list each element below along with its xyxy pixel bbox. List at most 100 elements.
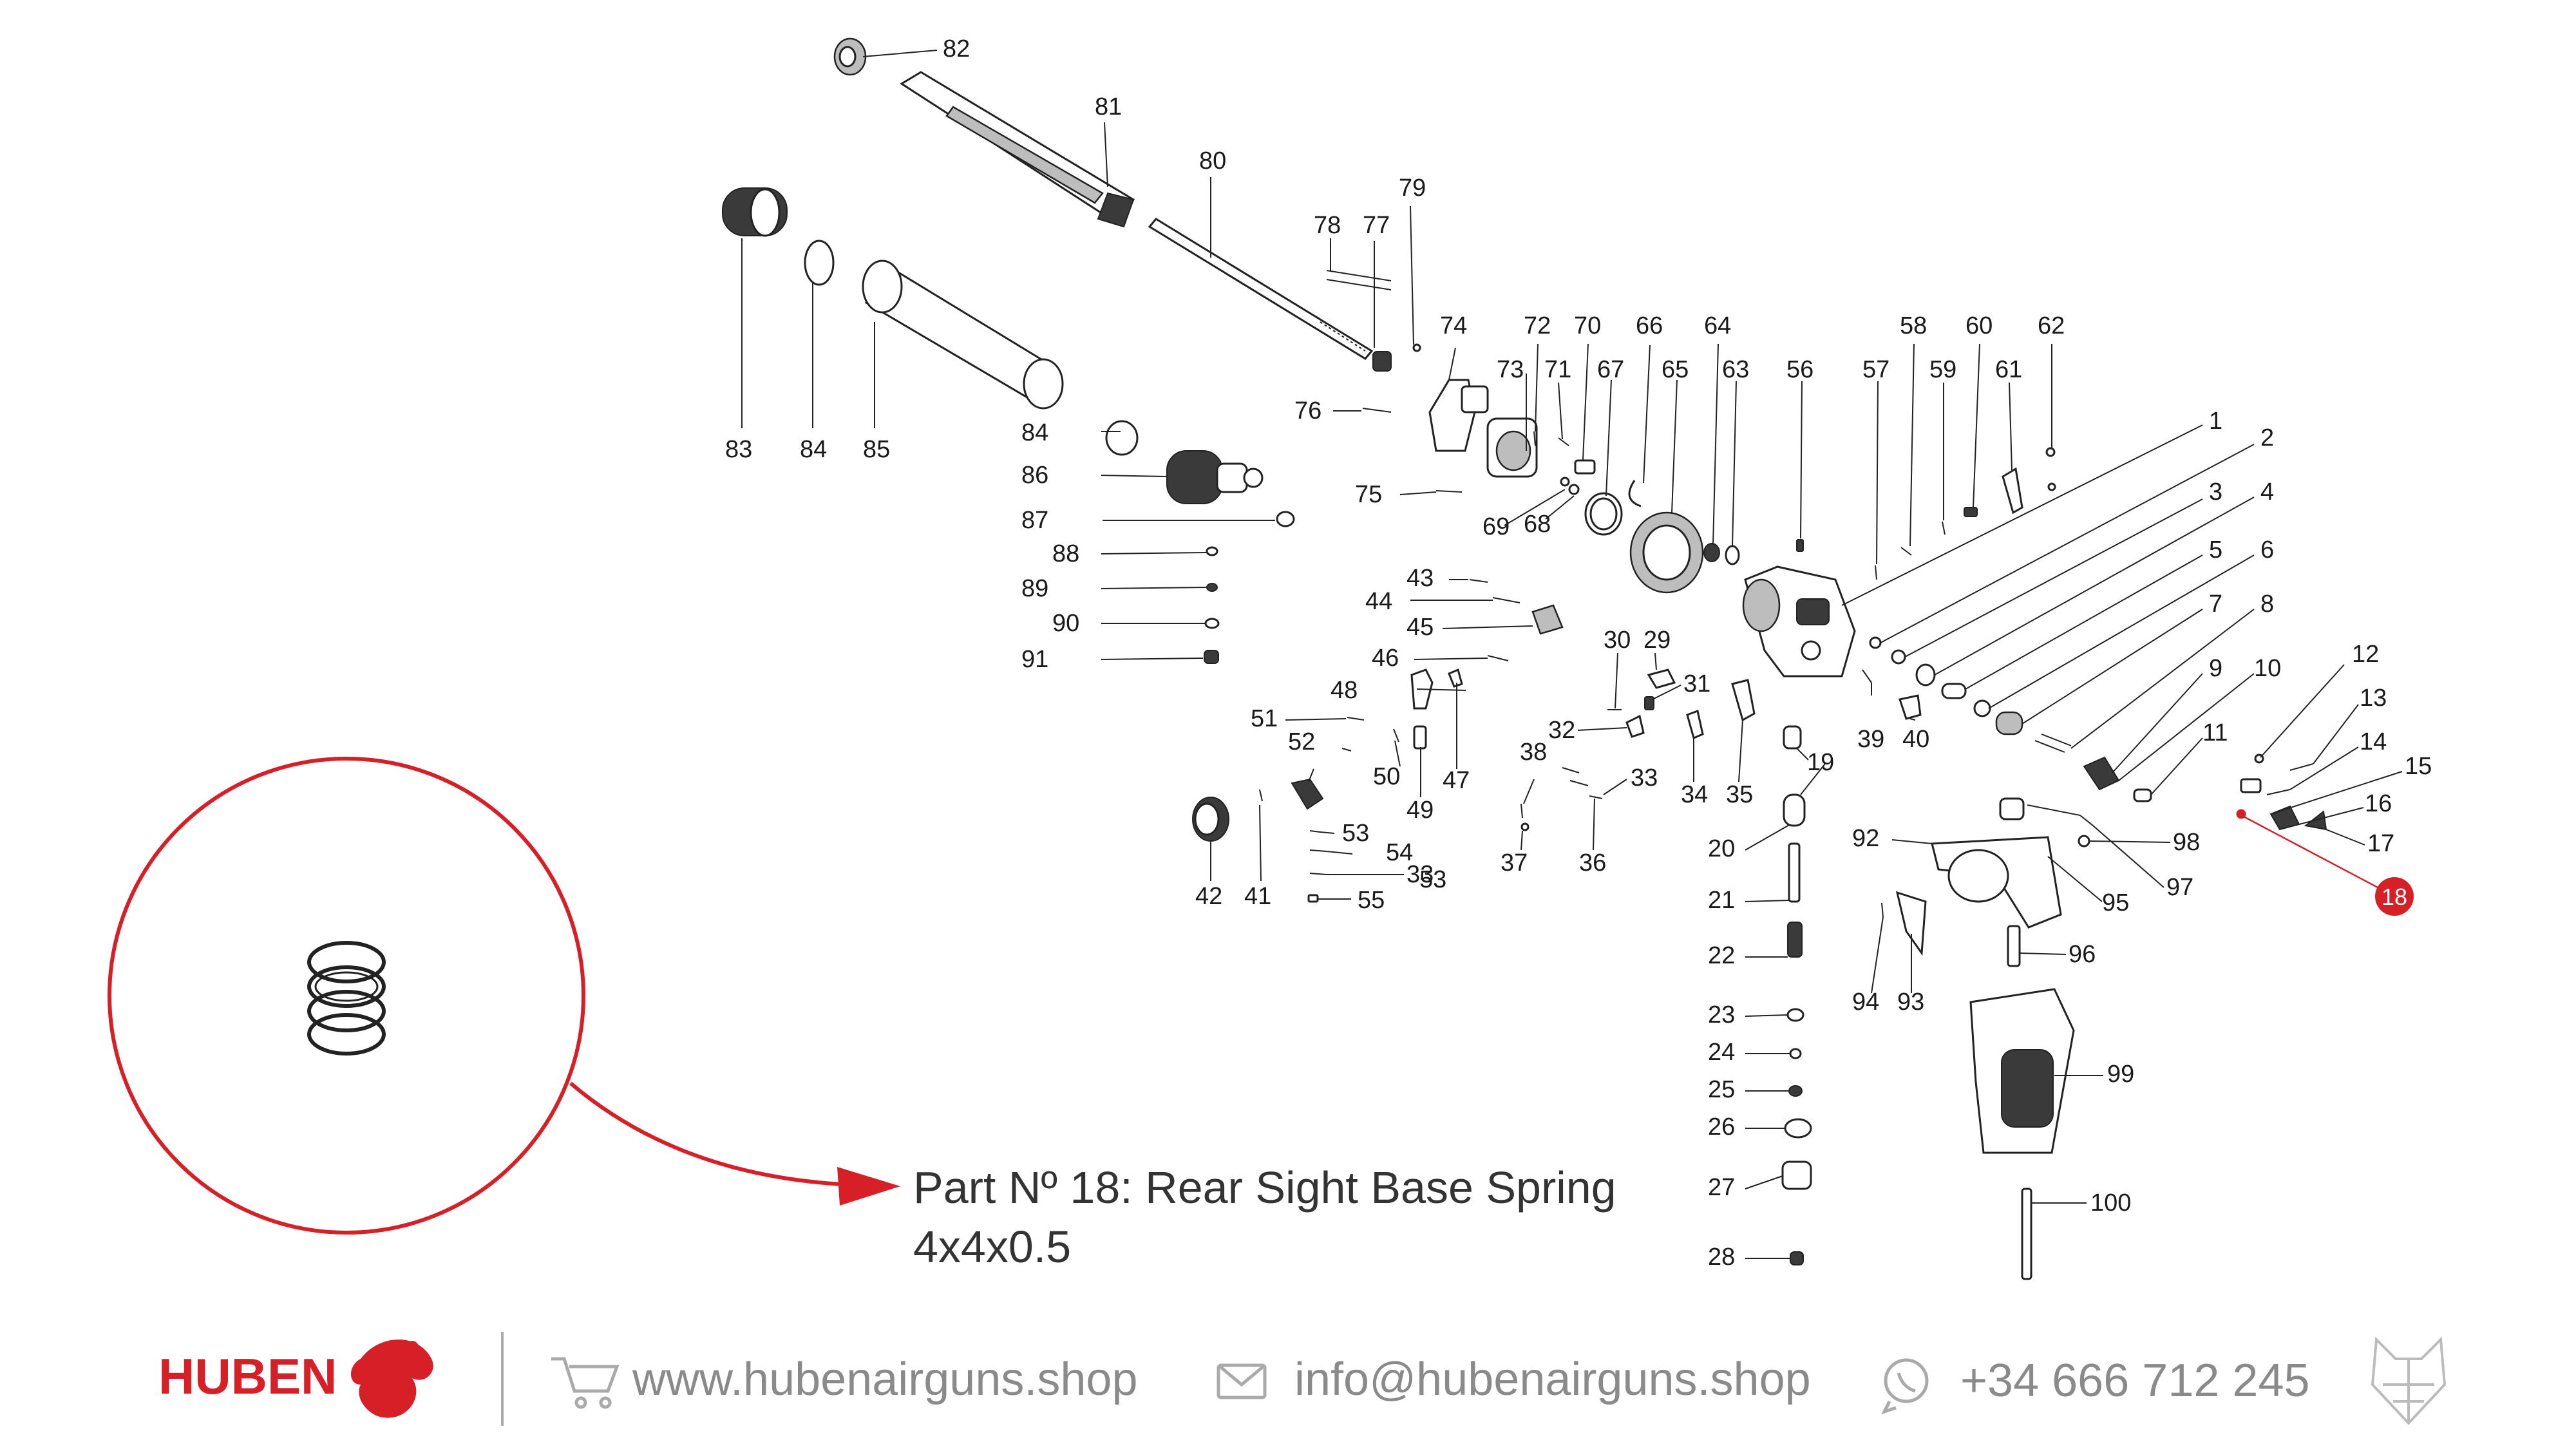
part-label-81: 81 — [1095, 93, 1122, 120]
part-label-39: 39 — [1857, 726, 1884, 753]
part-label-26: 26 — [1708, 1113, 1735, 1141]
footer: HUBEN www.hubenairguns.shop info@hubenai… — [158, 1332, 2447, 1426]
part-label-7: 7 — [2209, 591, 2222, 618]
part-label-55: 55 — [1358, 887, 1385, 914]
part-label-76: 76 — [1294, 397, 1321, 424]
zoom-circle — [108, 757, 585, 1235]
part-81-drawing — [900, 71, 1135, 228]
part-label-1: 1 — [2209, 408, 2222, 435]
callout-arrowhead — [837, 1167, 900, 1206]
part-label-69: 69 — [1482, 513, 1510, 540]
part-label-90: 90 — [1052, 610, 1079, 637]
part-label-2: 2 — [2260, 424, 2274, 451]
part-label-24: 24 — [1708, 1039, 1735, 1066]
leader-lines — [741, 50, 2403, 1259]
part-label-20: 20 — [1708, 835, 1735, 862]
part-label-21: 21 — [1708, 887, 1735, 914]
part-1-receiver-drawing — [1742, 565, 1856, 677]
part-80-drawing — [1148, 218, 1374, 360]
part-label-60: 60 — [1965, 312, 1993, 339]
part-label-43: 43 — [1406, 565, 1434, 592]
part-84b-drawing — [1105, 420, 1139, 456]
part-label-94: 94 — [1852, 989, 1879, 1016]
callout-title: Part Nº 18: Rear Sight Base Spring — [913, 1162, 1616, 1213]
part-82-drawing — [833, 37, 867, 76]
part-label-44: 44 — [1365, 588, 1392, 615]
part-label-4: 4 — [2260, 478, 2274, 506]
part-label-85: 85 — [863, 436, 890, 463]
part-label-48: 48 — [1331, 677, 1358, 704]
part-18-highlight-dot — [2236, 809, 2246, 819]
part-number-labels: 1 2 3 4 5 6 7 8 9 10 11 12 13 14 15 16 1… — [725, 35, 2432, 1271]
parts-92-100-drawing — [1881, 797, 2094, 1280]
footer-website[interactable]: www.hubenairguns.shop — [632, 1354, 1138, 1405]
coil-spring-icon — [307, 941, 386, 1056]
footer-email[interactable]: info@hubenairguns.shop — [1294, 1354, 1811, 1405]
part-label-73: 73 — [1497, 356, 1524, 383]
part-label-71: 71 — [1544, 356, 1571, 383]
part-18-highlight-badge: 18 — [2375, 877, 2414, 916]
part-label-54: 54 — [1386, 839, 1413, 866]
part-label-23: 23 — [1708, 1001, 1735, 1028]
parts-2-11-drawing — [1869, 636, 2152, 802]
part-label-17: 17 — [2367, 830, 2394, 857]
part-label-93: 93 — [1897, 989, 1924, 1016]
part-label-42: 42 — [1195, 883, 1222, 910]
part-label-40: 40 — [1902, 726, 1929, 753]
part-label-11: 11 — [2202, 719, 2228, 746]
part-label-32: 32 — [1548, 717, 1575, 744]
part-label-59: 59 — [1929, 356, 1956, 383]
part-label-18: 18 — [2382, 884, 2407, 910]
part-label-74: 74 — [1440, 312, 1467, 339]
part-label-86: 86 — [1021, 462, 1048, 489]
part-label-56: 56 — [1786, 356, 1814, 383]
part-label-15: 15 — [2405, 753, 2432, 780]
part-label-97: 97 — [2166, 874, 2193, 901]
part-label-35: 35 — [1726, 781, 1753, 808]
part-label-82: 82 — [943, 35, 970, 62]
small-parts-88-91 — [1204, 546, 1220, 664]
part-label-13: 13 — [2360, 685, 2387, 712]
part-label-72: 72 — [1524, 312, 1551, 339]
part-label-47: 47 — [1443, 767, 1470, 794]
part-label-29: 29 — [1643, 627, 1671, 654]
part-label-67: 67 — [1597, 356, 1624, 383]
part-label-98: 98 — [2173, 829, 2200, 856]
callout-size: 4x4x0.5 — [913, 1222, 1071, 1272]
part-label-28: 28 — [1708, 1244, 1735, 1271]
part-label-6: 6 — [2260, 536, 2274, 564]
part-label-70: 70 — [1574, 312, 1601, 339]
parts-12-18-drawing — [2236, 753, 2327, 831]
part-label-51: 51 — [1251, 705, 1278, 732]
part-label-84b: 84 — [1021, 419, 1048, 446]
part-label-65: 65 — [1662, 356, 1689, 383]
part-label-46: 46 — [1372, 645, 1399, 672]
whatsapp-icon — [1881, 1358, 1929, 1415]
part-label-57: 57 — [1862, 356, 1889, 383]
part-label-38: 38 — [1520, 739, 1547, 766]
part-label-92: 92 — [1852, 825, 1879, 852]
part-label-33: 33 — [1631, 764, 1658, 791]
parts-56-62-drawing — [1796, 447, 2056, 580]
part-label-53: 53 — [1342, 820, 1369, 847]
part-label-58: 58 — [1900, 312, 1927, 339]
part-label-95: 95 — [2102, 889, 2129, 916]
part-label-34: 34 — [1681, 781, 1708, 808]
part-label-63: 63 — [1722, 356, 1749, 383]
part-label-25: 25 — [1708, 1076, 1735, 1103]
part-label-79: 79 — [1399, 175, 1426, 202]
part-label-50: 50 — [1373, 763, 1400, 790]
part-label-66: 66 — [1636, 312, 1663, 339]
part-label-41: 41 — [1244, 883, 1271, 910]
part-label-12: 12 — [2352, 641, 2379, 668]
brand-wordmark: HUBEN — [158, 1348, 337, 1405]
part-label-80: 80 — [1199, 147, 1226, 175]
part-label-61: 61 — [1995, 356, 2022, 383]
part-label-64: 64 — [1704, 312, 1731, 339]
part-label-78: 78 — [1314, 212, 1341, 239]
part-label-27: 27 — [1708, 1174, 1735, 1201]
footer-phone[interactable]: +34 666 712 245 — [1960, 1355, 2310, 1406]
part-label-14: 14 — [2360, 728, 2387, 755]
wolf-logo-icon — [2371, 1336, 2447, 1425]
